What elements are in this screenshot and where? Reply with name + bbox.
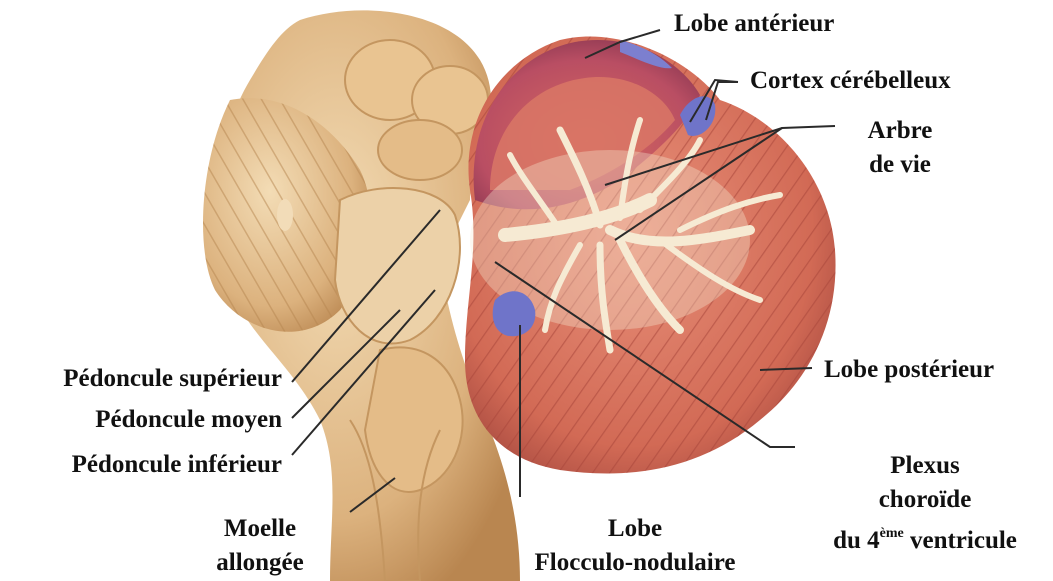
label-flocculo-line2: Flocculo-nodulaire <box>510 546 760 580</box>
label-moelle-allongee: Moelle allongée <box>190 512 330 580</box>
label-arbre-de-vie: Arbre de vie <box>840 114 960 182</box>
label-plexus-choroide: Plexus choroïde du 4ème ventricule <box>805 449 1045 558</box>
label-cortex-cerebelleux: Cortex cérébelleux <box>750 64 951 98</box>
label-pedoncule-inferieur: Pédoncule inférieur <box>0 448 282 482</box>
label-lobe-anterieur: Lobe antérieur <box>674 7 834 41</box>
label-pedoncule-superieur: Pédoncule supérieur <box>0 362 282 396</box>
label-plexus-line2: choroïde <box>805 483 1045 517</box>
label-moelle-line1: Moelle <box>190 512 330 546</box>
label-arbre-line1: Arbre <box>840 114 960 148</box>
label-lobe-flocculo-nodulaire: Lobe Flocculo-nodulaire <box>510 512 760 580</box>
label-lobe-posterieur: Lobe postérieur <box>824 353 994 387</box>
label-moelle-line2: allongée <box>190 546 330 580</box>
label-plexus-line1: Plexus <box>805 449 1045 483</box>
label-flocculo-line1: Lobe <box>510 512 760 546</box>
label-arbre-line2: de vie <box>840 148 960 182</box>
label-plexus-line3: du 4ème ventricule <box>805 517 1045 558</box>
label-pedoncule-moyen: Pédoncule moyen <box>0 403 282 437</box>
